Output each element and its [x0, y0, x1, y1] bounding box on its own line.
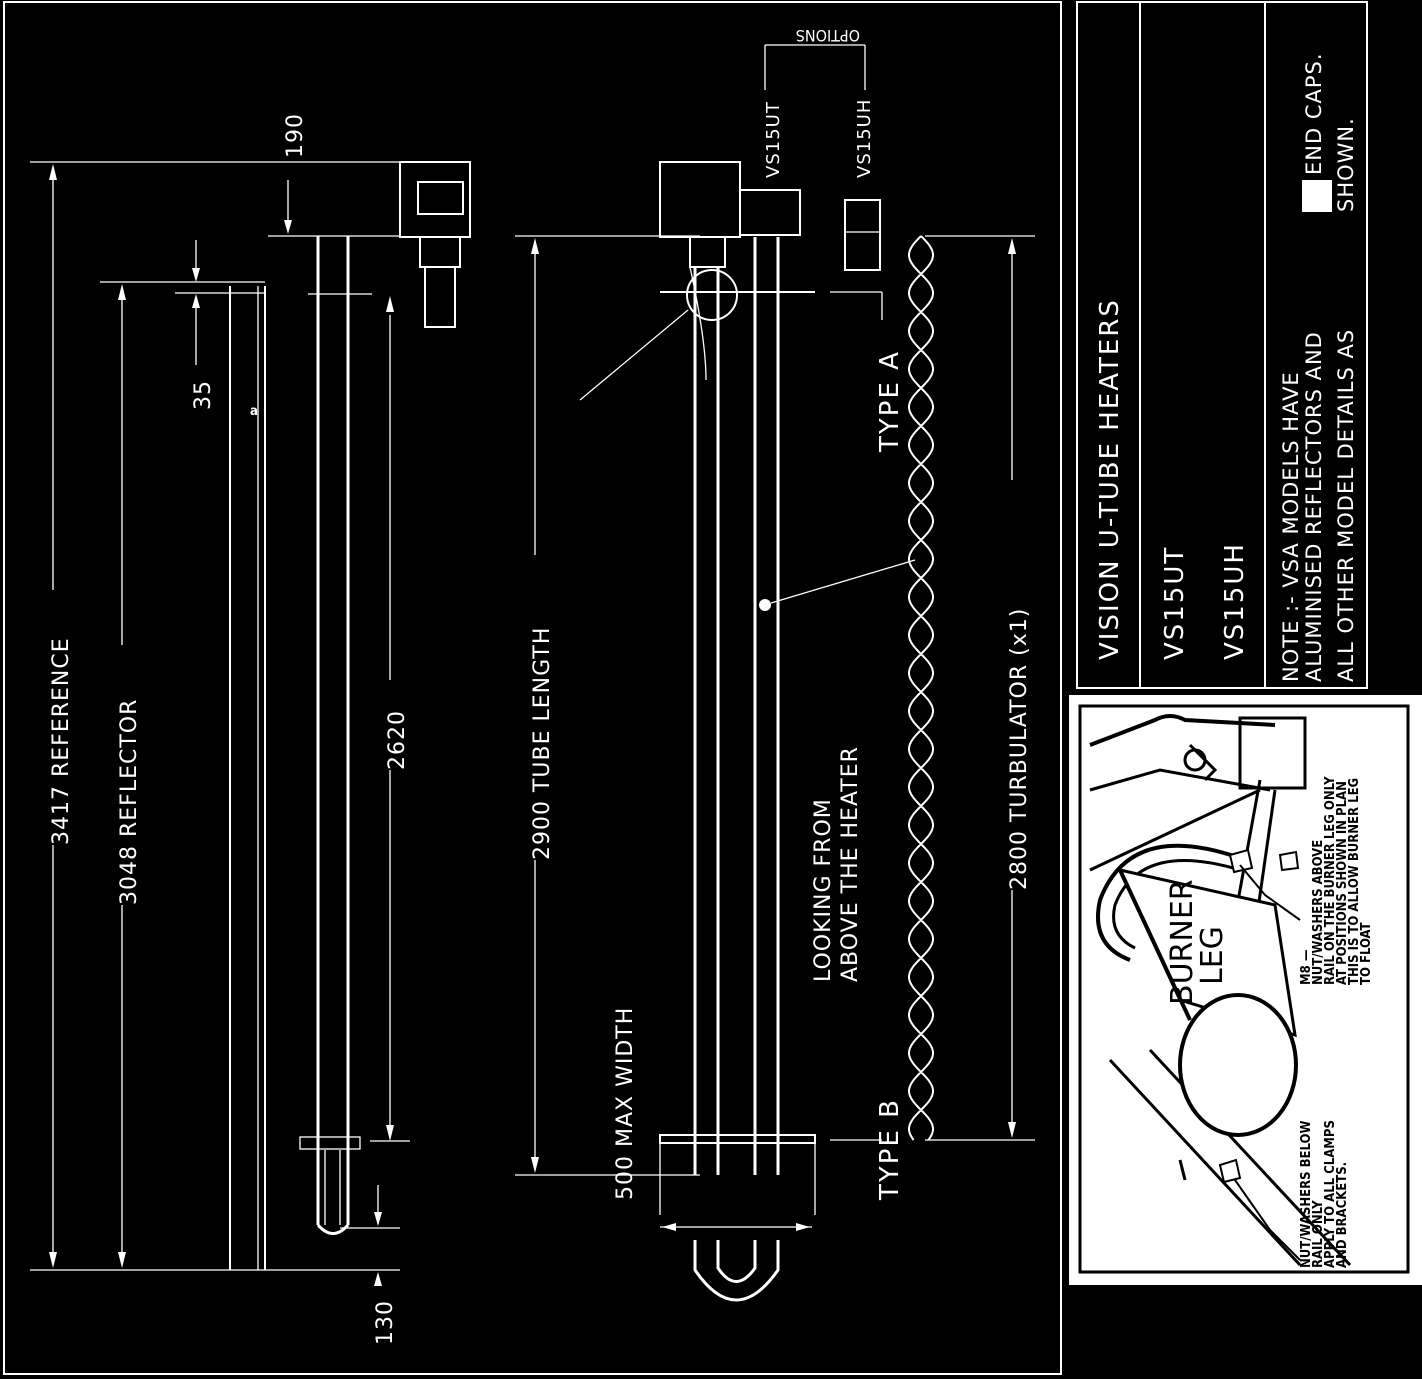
- inset-below-line-2: RAIL ONLY: [1311, 1200, 1326, 1268]
- inset-below-line-3: APPLY TO ALL CLAMPS: [1323, 1120, 1338, 1268]
- inset-rail-bottom: [1108, 1058, 1302, 1267]
- view-label-line1: LOOKING FROM: [811, 798, 836, 982]
- inset-end-block: [1238, 716, 1307, 790]
- u-bend-outer: [693, 1240, 780, 1302]
- plan-bottom-clamp: [659, 1134, 816, 1144]
- d2620-dimension: 2620: [385, 710, 410, 770]
- inset-nut-3: [1218, 1158, 1242, 1184]
- title-block-model-2: VS15UH: [1220, 542, 1250, 660]
- inset-rail-top-inner: [1089, 768, 1271, 792]
- tube-length-arrow-top: [531, 238, 539, 254]
- type-b-label: TYPE B: [875, 1098, 905, 1201]
- option-vs15uh-part: [844, 199, 881, 271]
- note-line-1: NOTE :- VSA MODELS HAVE: [1279, 371, 1303, 682]
- max-width-dimension: 500 MAX WIDTH: [613, 1007, 638, 1200]
- inset-m8-leader: [1239, 864, 1301, 921]
- inset-m8-line-1: M8 —: [1299, 949, 1314, 985]
- d130-dimension: 130: [373, 1300, 398, 1345]
- turbulator-arrow-top: [1008, 238, 1016, 254]
- turbulator-marker: [759, 599, 771, 611]
- inset-frame: [1078, 704, 1410, 1274]
- type-a-label: TYPE A: [875, 350, 905, 453]
- d35-arrow-bottom: [192, 294, 200, 308]
- d190-arrow: [284, 220, 292, 234]
- inset-below-line-4: AND BRACKETS.: [1335, 1162, 1350, 1268]
- inset-rail-top: [1089, 714, 1276, 747]
- plan-burner-taper: [689, 266, 707, 381]
- tube-length-arrow-bottom: [531, 1157, 539, 1173]
- burner-fitting: [424, 266, 456, 328]
- plan-detail-circle: [686, 269, 738, 321]
- bottom-clamp: [299, 1136, 361, 1150]
- inset-m8-line-2: NUT/WASHERS ABOVE: [1311, 840, 1326, 985]
- turbulator-leader: [770, 559, 916, 604]
- max-width-arrow-left: [662, 1223, 676, 1231]
- tube-length-dimension: 2900 TUBE LENGTH: [530, 627, 555, 860]
- inset-rail-diagonal: [1089, 788, 1261, 872]
- d2620-arrow-top: [386, 296, 394, 312]
- inset-m8-line-3: RAIL ON THE BURNER LEG ONLY: [1323, 776, 1338, 985]
- option-vs15uh: VS15UH: [854, 99, 875, 178]
- reflector-arrow-bottom: [118, 1252, 126, 1268]
- inset-fitting-pin: [1188, 743, 1218, 782]
- d130-arrow-bottom: [374, 1272, 382, 1286]
- title-block-title: VISION U-TUBE HEATERS: [1095, 298, 1125, 660]
- ref-arrow-top: [49, 164, 57, 180]
- side-view: 3417 REFERENCE 3048 REFLECTOR 35 a 190: [30, 113, 471, 1345]
- inset-m8-line-6: TO FLOAT: [1359, 922, 1374, 985]
- inset-burner-label-2: LEG: [1195, 926, 1230, 985]
- d190-dimension: 190: [283, 113, 308, 158]
- inset-burner-label-1: BURNER: [1165, 879, 1200, 1005]
- drawing-frame: [3, 1, 1062, 1375]
- title-block: VISION U-TUBE HEATERS VS15UT VS15UH NOTE…: [1076, 1, 1368, 689]
- inset-below-line-1: NUT/WASHERS BELOW: [1299, 1121, 1314, 1268]
- note-line-3b: SHOWN.: [1334, 117, 1358, 212]
- inset-tube-edge: [1118, 869, 1192, 1021]
- d35-arrow-top: [192, 268, 200, 282]
- turbulator-dimension: 2800 TURBULATOR (x1): [1007, 608, 1032, 890]
- d2620-arrow-bottom: [386, 1125, 394, 1141]
- inset-m8-line-5: THIS IS TO ALLOW BURNER LEG: [1347, 778, 1362, 985]
- turbulator-helix: [908, 235, 934, 1141]
- reference-dimension: 3417 REFERENCE: [49, 637, 74, 845]
- d35-dimension: 35: [191, 380, 216, 410]
- plan-burner-neck: [689, 236, 726, 268]
- d130-arrow-top: [374, 1212, 382, 1226]
- clamp-detail-inset: BURNER LEG M8 — NUT/WASHERS ABOVE RAIL O…: [1069, 695, 1422, 1285]
- reflector-dimension: 3048 REFLECTOR: [117, 699, 142, 905]
- reflector-arrow-top: [118, 284, 126, 300]
- options-heading: OPTIONS: [796, 26, 860, 45]
- note-line-3: ALL OTHER MODEL DETAILS AS: [1334, 329, 1358, 682]
- title-block-model-1: VS15UT: [1160, 546, 1190, 660]
- inset-u-bolt-inner: [1112, 859, 1241, 950]
- plan-view: 2900 TUBE LENGTH 500 MAX WIDTH LOOKING F…: [515, 26, 1035, 1302]
- title-block-frame: [1076, 1, 1368, 689]
- burner-box-inner: [417, 181, 464, 215]
- u-bend-inner: [716, 1240, 757, 1283]
- inset-nut-1: [1228, 848, 1254, 874]
- ref-arrow-bottom: [49, 1252, 57, 1268]
- inset-m8-line-4: AT POSITIONS SHOWN IN PLAN: [1335, 781, 1350, 985]
- inset-bolt: [1178, 1159, 1187, 1181]
- note-line-2b: END CAPS.: [1302, 52, 1326, 175]
- plan-control-box: [739, 189, 801, 236]
- detail-leader: [579, 309, 689, 401]
- max-width-arrow-right: [796, 1223, 810, 1231]
- inset-nut-2: [1278, 850, 1300, 872]
- view-label-line2: ABOVE THE HEATER: [838, 746, 863, 982]
- note-redacted-box: [1302, 180, 1332, 212]
- small-a-label: a: [250, 404, 258, 419]
- inset-tube-end: [1178, 993, 1298, 1137]
- option-vs15ut: VS15UT: [763, 101, 784, 178]
- turbulator-arrow-bottom: [1008, 1122, 1016, 1138]
- inset-below-leader: [1234, 1179, 1301, 1261]
- note-line-2: ALUMINISED REFLECTORS AND: [1302, 331, 1326, 682]
- inset-u-bolt: [1096, 843, 1241, 962]
